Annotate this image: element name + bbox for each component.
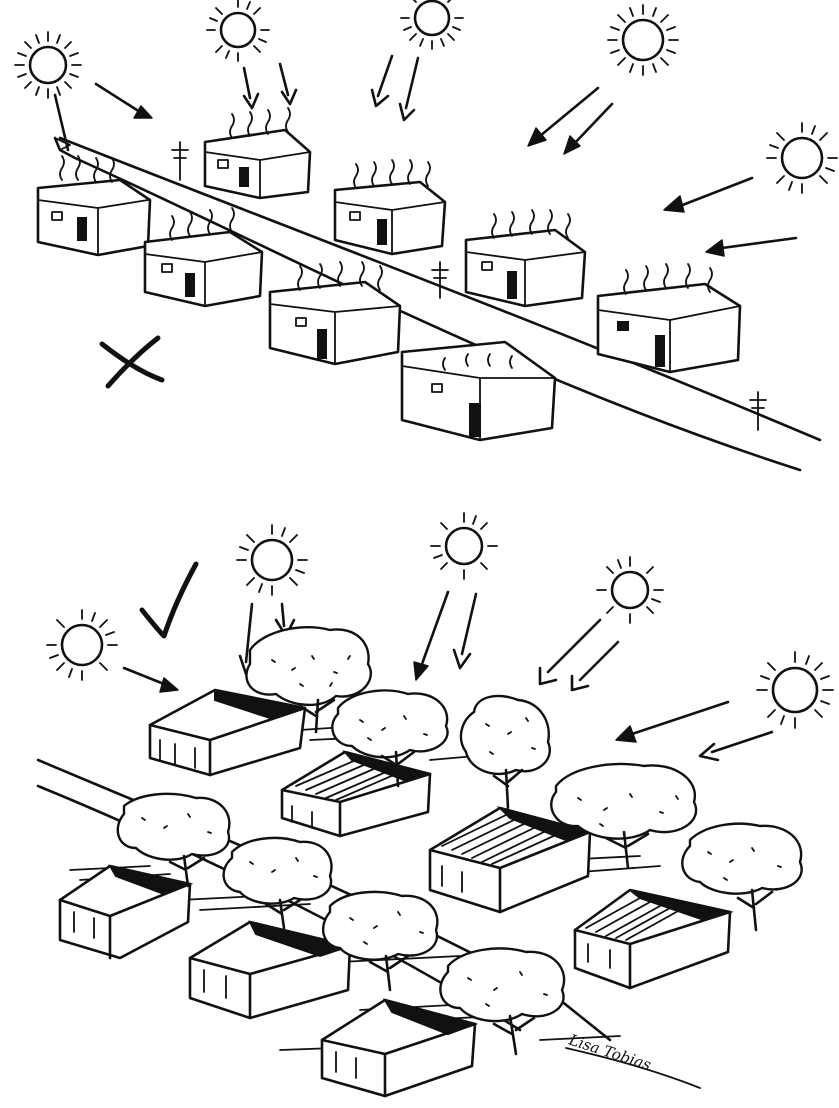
tree	[461, 696, 550, 808]
house-exposed	[38, 156, 150, 255]
house-exposed	[335, 160, 445, 254]
house-shaded	[282, 752, 430, 836]
house-shaded	[150, 690, 305, 775]
sun-ray-arrow	[528, 88, 598, 146]
sun-ray-arrow	[414, 592, 448, 680]
house-exposed	[270, 262, 400, 364]
sun-icon	[401, 0, 463, 49]
house-exposed	[598, 264, 740, 372]
sun-ray-arrow	[124, 668, 178, 692]
sun-icon	[47, 610, 117, 680]
sun-icon	[237, 525, 307, 595]
sun-ray-arrow	[664, 178, 752, 212]
sun-icon	[608, 5, 678, 75]
sun-icon	[207, 0, 269, 61]
cross-mark-icon	[102, 338, 162, 386]
pole	[172, 142, 188, 180]
sun-icon	[597, 557, 663, 623]
sun-ray-arrow	[572, 642, 618, 690]
sun-ray-arrow	[96, 84, 152, 118]
house-exposed	[145, 208, 262, 306]
house-exposed	[402, 342, 555, 440]
sun-ray-arrow	[616, 702, 728, 742]
signature: Lisa Tobias	[566, 1030, 700, 1088]
sun-ray-arrow	[244, 68, 258, 108]
top-panel-exposed-houses	[15, 0, 837, 470]
pole	[432, 262, 448, 298]
sun-ray-arrow	[540, 620, 600, 684]
sun-ray-arrow	[700, 732, 772, 760]
house-exposed	[466, 210, 585, 306]
sun-icon	[431, 513, 497, 579]
sun-icon	[767, 123, 837, 193]
house-exposed	[205, 108, 310, 198]
sun-icon	[757, 652, 833, 728]
house-shaded	[322, 1000, 475, 1096]
bottom-panel-shaded-houses: Lisa Tobias	[38, 513, 833, 1096]
sun-ray-arrow	[400, 58, 418, 120]
sun-icon	[15, 32, 81, 98]
check-mark-icon	[142, 564, 196, 636]
sun-ray-arrow	[280, 64, 296, 104]
sun-ray-arrow	[454, 594, 476, 668]
sun-ray-arrow	[706, 238, 796, 256]
house-shaded	[575, 890, 730, 988]
sun-ray-arrow	[372, 56, 392, 106]
